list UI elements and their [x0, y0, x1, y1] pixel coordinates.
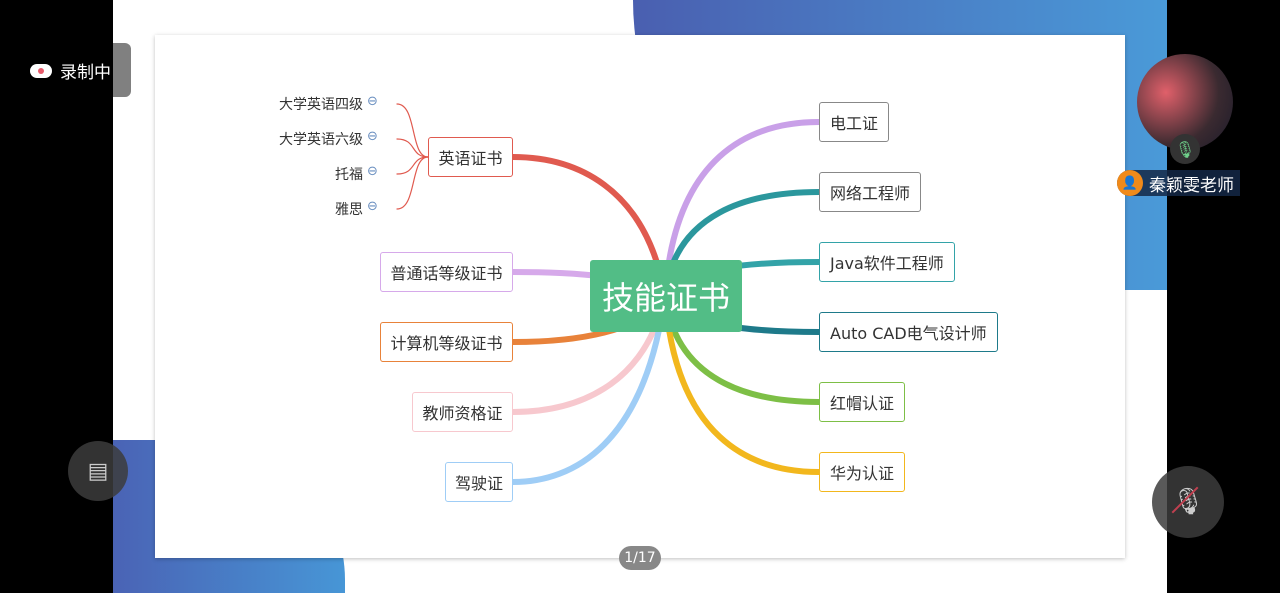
mindmap-card: 英语证书普通话等级证书计算机等级证书教师资格证驾驶证 大学英语四级 ⊖ 大学英语六级 ⊖… — [155, 35, 1125, 558]
brace-line — [396, 138, 429, 158]
mic-muted-icon: 🎙 — [1171, 486, 1205, 517]
subtopic-item[interactable]: 大学英语四级 — [279, 97, 363, 113]
subtopic-item[interactable]: 托福 — [335, 167, 363, 183]
mindmap-node[interactable]: 网络工程师 — [819, 172, 922, 212]
subtopic-item[interactable]: 雅思 — [335, 202, 363, 218]
user-icon: 👤 — [1117, 170, 1143, 196]
recording-label: 录制中 — [60, 63, 111, 83]
mute-mic-button[interactable]: 🎙 — [1152, 466, 1224, 538]
mindmap-node[interactable]: 计算机等级证书 — [380, 322, 513, 362]
mic-on-icon: 🎙 — [1170, 134, 1200, 164]
brace-line — [396, 156, 429, 175]
connector-r5 — [662, 292, 822, 475]
notes-icon: ▤ — [87, 458, 109, 484]
mindmap-node[interactable]: 电工证 — [819, 102, 890, 142]
mindmap-node[interactable]: 驾驶证 — [445, 462, 513, 502]
link-icon[interactable]: ⊖ — [367, 199, 378, 214]
connector-0 — [510, 154, 668, 298]
link-icon[interactable]: ⊖ — [367, 94, 378, 109]
connector-r0 — [662, 119, 822, 298]
mindmap-center-node: 技能证书 — [590, 260, 742, 332]
cloud-record-icon — [30, 63, 52, 78]
notes-button[interactable]: ▤ — [68, 441, 128, 501]
link-icon[interactable]: ⊖ — [367, 129, 378, 144]
subtopic-item[interactable]: 大学英语六级 — [279, 132, 363, 148]
recording-indicator: 录制中 — [30, 58, 111, 83]
mindmap-node[interactable]: Java软件工程师 — [819, 242, 955, 282]
page-indicator: 1/17 — [619, 546, 661, 570]
brace-line — [396, 103, 429, 158]
brace-line — [396, 156, 429, 210]
mindmap-node[interactable]: 普通话等级证书 — [380, 252, 513, 292]
link-icon[interactable]: ⊖ — [367, 164, 378, 179]
mindmap-node[interactable]: Auto CAD电气设计师 — [819, 312, 998, 352]
mindmap-node[interactable]: 英语证书 — [428, 137, 513, 177]
mindmap-node[interactable]: 华为认证 — [819, 452, 906, 492]
presenter-name: 秦颖雯老师 — [1149, 175, 1234, 196]
side-tab-handle[interactable] — [113, 43, 131, 97]
slide-view: 英语证书普通话等级证书计算机等级证书教师资格证驾驶证 大学英语四级 ⊖ 大学英语六级 ⊖… — [113, 0, 1167, 593]
mindmap-node[interactable]: 红帽认证 — [819, 382, 906, 422]
presenter-name-tag: 👤 秦颖雯老师 — [1117, 170, 1240, 196]
mindmap-node[interactable]: 教师资格证 — [412, 392, 513, 432]
connector-4 — [510, 292, 668, 485]
